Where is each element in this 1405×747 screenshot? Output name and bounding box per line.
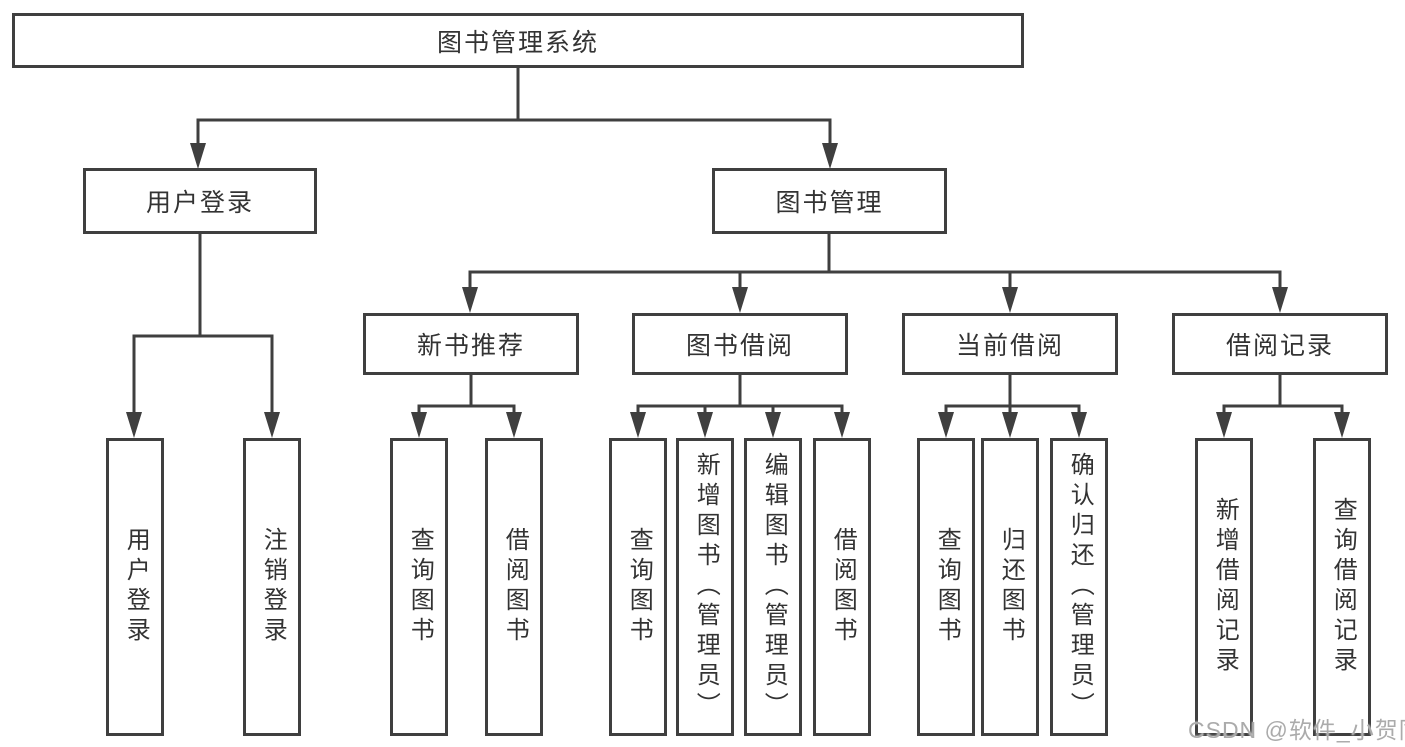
leaf-return-book: 归还图书 xyxy=(981,438,1039,736)
node-book-borrow-label: 图书借阅 xyxy=(685,332,794,360)
connector-strokes xyxy=(132,67,1344,414)
leaf-query-books-recommend-label: 查询图书 xyxy=(406,527,434,647)
leaf-borrow-books: 借阅图书 xyxy=(813,438,871,736)
node-user-login-label: 用户登录 xyxy=(145,189,254,217)
node-root-label: 图书管理系统 xyxy=(436,28,599,57)
leaf-user-login-label: 用户登录 xyxy=(122,527,150,647)
node-borrow-records: 借阅记录 xyxy=(1172,313,1388,375)
leaf-query-books-recommend: 查询图书 xyxy=(390,438,448,736)
node-book-management: 图书管理 xyxy=(712,168,947,234)
leaf-add-book-admin-label: 新增图书（管理员） xyxy=(692,452,720,722)
node-user-login: 用户登录 xyxy=(83,168,317,234)
leaf-query-books-current: 查询图书 xyxy=(917,438,975,736)
node-book-management-label: 图书管理 xyxy=(775,189,884,217)
leaf-confirm-return-admin-label: 确认归还（管理员） xyxy=(1066,452,1094,722)
leaf-query-borrow-record: 查询借阅记录 xyxy=(1313,438,1371,736)
node-book-borrow: 图书借阅 xyxy=(632,313,848,375)
leaf-borrow-books-recommend: 借阅图书 xyxy=(485,438,543,736)
leaf-user-login: 用户登录 xyxy=(106,438,164,736)
leaf-confirm-return-admin: 确认归还（管理员） xyxy=(1050,438,1108,736)
node-new-book-recommend-label: 新书推荐 xyxy=(416,332,525,360)
arrowheads xyxy=(126,143,1350,438)
leaf-add-borrow-record-label: 新增借阅记录 xyxy=(1211,497,1239,677)
node-new-book-recommend: 新书推荐 xyxy=(363,313,579,375)
node-current-borrow: 当前借阅 xyxy=(902,313,1118,375)
leaf-borrow-books-recommend-label: 借阅图书 xyxy=(501,527,529,647)
node-current-borrow-label: 当前借阅 xyxy=(955,332,1064,360)
leaf-edit-book-admin-label: 编辑图书（管理员） xyxy=(760,452,788,722)
leaf-logout-label: 注销登录 xyxy=(259,527,287,647)
leaf-add-book-admin: 新增图书（管理员） xyxy=(676,438,734,736)
leaf-return-book-label: 归还图书 xyxy=(997,527,1025,647)
leaf-query-books-current-label: 查询图书 xyxy=(933,527,961,647)
leaf-logout: 注销登录 xyxy=(243,438,301,736)
leaf-add-borrow-record: 新增借阅记录 xyxy=(1195,438,1253,736)
node-borrow-records-label: 借阅记录 xyxy=(1225,332,1334,360)
leaf-query-books-borrow: 查询图书 xyxy=(609,438,667,736)
leaf-borrow-books-label: 借阅图书 xyxy=(829,527,857,647)
watermark: CSDN @软件_小贺同学 xyxy=(1188,717,1405,743)
leaf-query-books-borrow-label: 查询图书 xyxy=(625,527,653,647)
leaf-edit-book-admin: 编辑图书（管理员） xyxy=(744,438,802,736)
leaf-query-borrow-record-label: 查询借阅记录 xyxy=(1329,497,1357,677)
node-root: 图书管理系统 xyxy=(12,13,1024,68)
